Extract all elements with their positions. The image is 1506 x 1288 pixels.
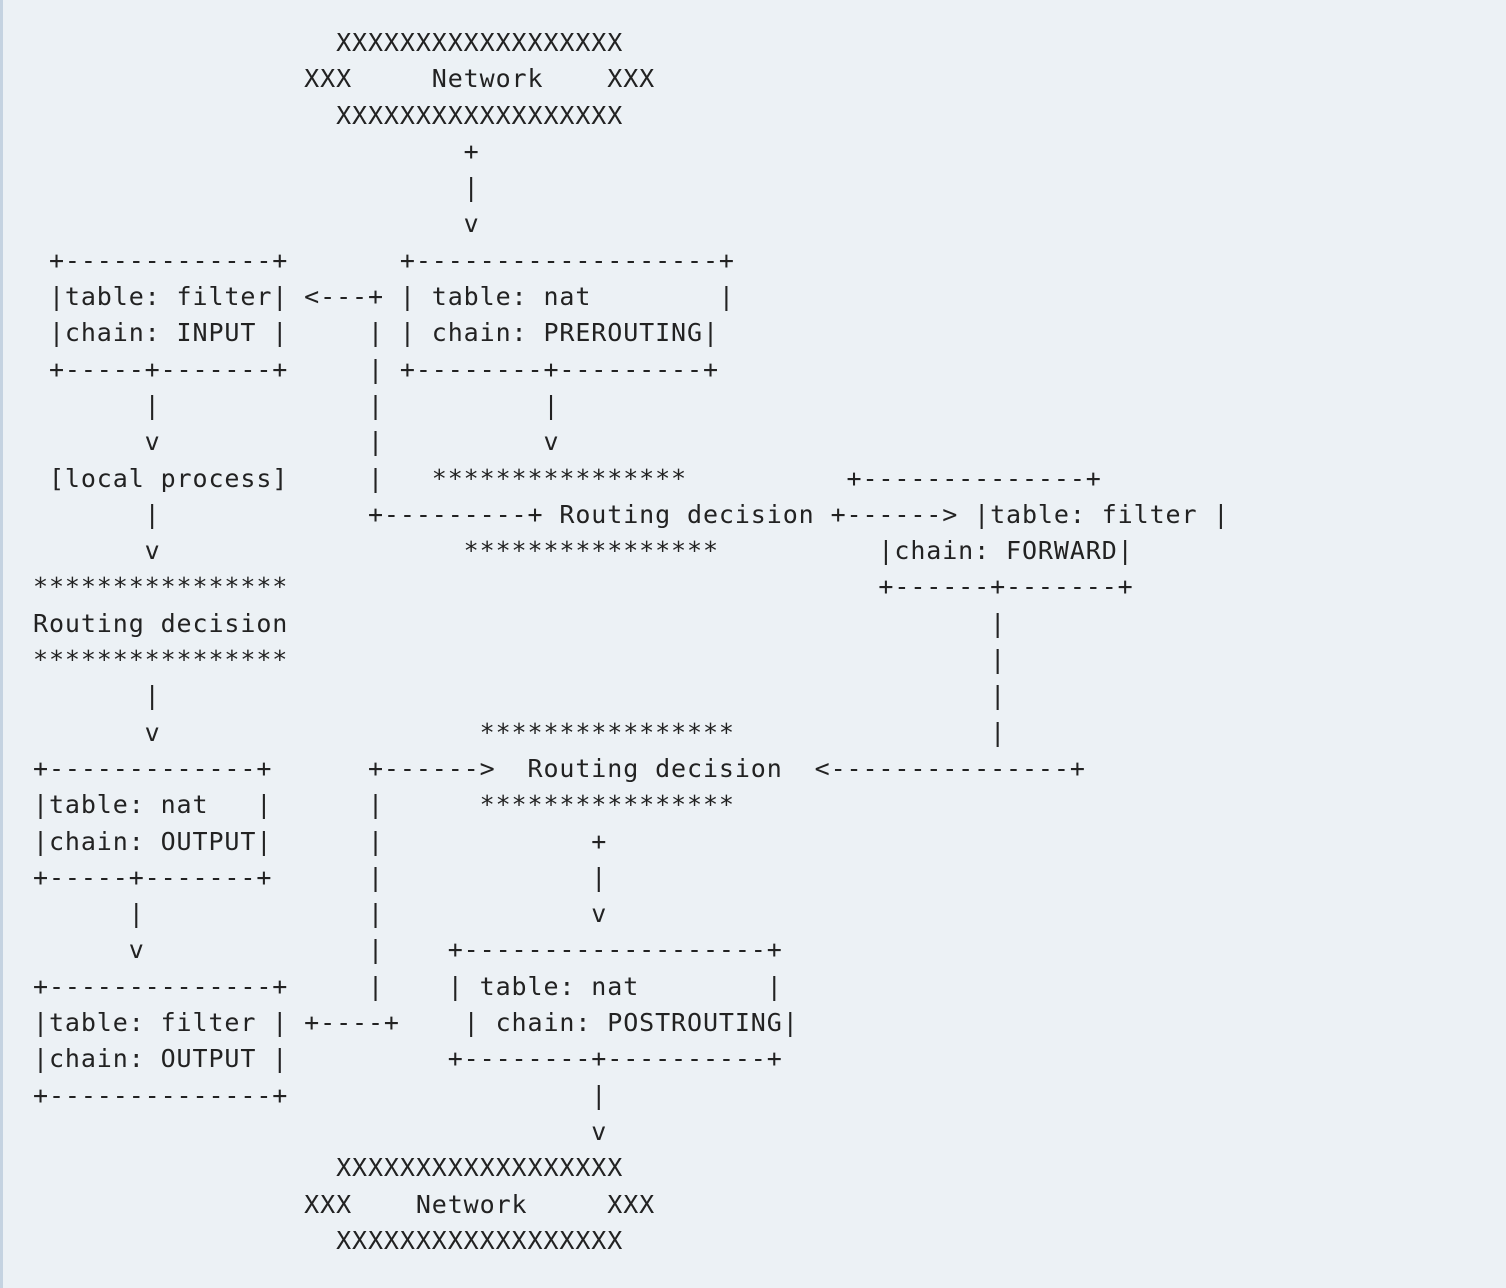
diagram-line: v **************** | <box>33 717 1007 747</box>
diagram-line: +-------------+ +------> Routing decisio… <box>33 753 1086 783</box>
diagram-line: v <box>33 209 480 239</box>
diagram-line: **************** +------+-------+ <box>33 572 1134 602</box>
diagram-line: |table: filter| <---+ | table: nat | <box>33 282 735 312</box>
diagram-line: +--------------+ | | table: nat | <box>33 971 783 1001</box>
ascii-flow-diagram: XXXXXXXXXXXXXXXXXX XXX Network XXX XXXXX… <box>33 25 1229 1259</box>
diagram-line: XXXXXXXXXXXXXXXXXX <box>33 1153 624 1183</box>
diagram-line: v | v <box>33 427 560 457</box>
diagram-line: +-----+-------+ | +--------+---------+ <box>33 354 719 384</box>
diagram-line: |table: nat | | **************** <box>33 790 735 820</box>
diagram-line: |chain: OUTPUT| | + <box>33 826 608 856</box>
diagram-line: **************** | <box>33 645 1007 675</box>
diagram-line: XXXXXXXXXXXXXXXXXX <box>33 1225 624 1255</box>
diagram-line: | | <box>33 681 1007 711</box>
diagram-line: [local process] | **************** +----… <box>33 463 1102 493</box>
diagram-line: |chain: OUTPUT | +--------+----------+ <box>33 1044 783 1074</box>
diagram-line: |chain: INPUT | | | chain: PREROUTING| <box>33 318 719 348</box>
diagram-line: XXXXXXXXXXXXXXXXXX <box>33 28 624 57</box>
diagram-line: | | | <box>33 390 560 420</box>
diagram-line: v | +-------------------+ <box>33 935 783 965</box>
diagram-line: +-----+-------+ | | <box>33 862 608 892</box>
diagram-line: +--------------+ | <box>33 1080 608 1110</box>
diagram-line: XXXXXXXXXXXXXXXXXX <box>33 100 624 130</box>
diagram-line: | | v <box>33 899 608 929</box>
diagram-line: v **************** |chain: FORWARD| <box>33 536 1134 566</box>
diagram-line: + <box>33 136 480 166</box>
diagram-line: XXX Network XXX <box>33 64 656 94</box>
diagram-line: |table: filter | +----+ | chain: POSTROU… <box>33 1008 799 1038</box>
diagram-line: | +---------+ Routing decision +------> … <box>33 499 1230 529</box>
diagram-line: +-------------+ +-------------------+ <box>33 245 735 275</box>
diagram-line: XXX Network XXX <box>33 1189 656 1219</box>
diagram-line: v <box>33 1116 608 1146</box>
diagram-line: Routing decision | <box>33 608 1007 638</box>
diagram-line: | <box>33 173 480 203</box>
